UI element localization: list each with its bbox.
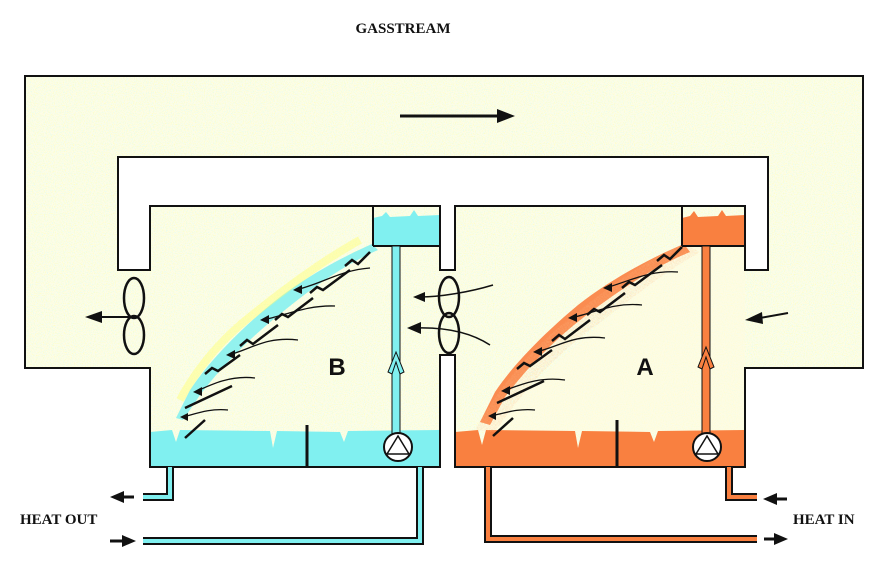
duct-outline [24, 75, 864, 468]
tank-a-top-reservoir [682, 210, 745, 246]
heat-out-piping [143, 467, 424, 545]
gasstream-title: GASSTREAM [355, 21, 450, 37]
heat-in-return-arrow-icon [764, 533, 788, 545]
heat-in-label: HEAT IN [793, 512, 855, 528]
tank-b-fluid [150, 210, 440, 467]
fan-middle-icon [437, 275, 461, 355]
tank-b-top-reservoir [373, 210, 440, 246]
tank-a-label: A [636, 354, 653, 381]
heat-in-supply-arrow-icon [763, 493, 787, 505]
tank-b-label: B [328, 354, 345, 381]
heat-out-supply-arrow-icon [110, 535, 136, 547]
fan-left-icon [122, 276, 146, 356]
gasstream-arrow-icon [400, 109, 515, 123]
exhaust-arrow-icon [85, 311, 133, 323]
inlet-arrow-icon [745, 312, 789, 324]
transfer-arrows-icon [414, 284, 494, 346]
tank-a-sump [455, 430, 745, 467]
pump-b-icon [383, 432, 413, 462]
heat-in-piping [484, 467, 757, 543]
pump-a-icon [692, 432, 722, 462]
baffles-b [184, 251, 371, 439]
heat-out-label: HEAT OUT [20, 512, 97, 528]
tank-b-sump [150, 430, 440, 467]
heat-out-return-arrow-icon [110, 491, 134, 503]
